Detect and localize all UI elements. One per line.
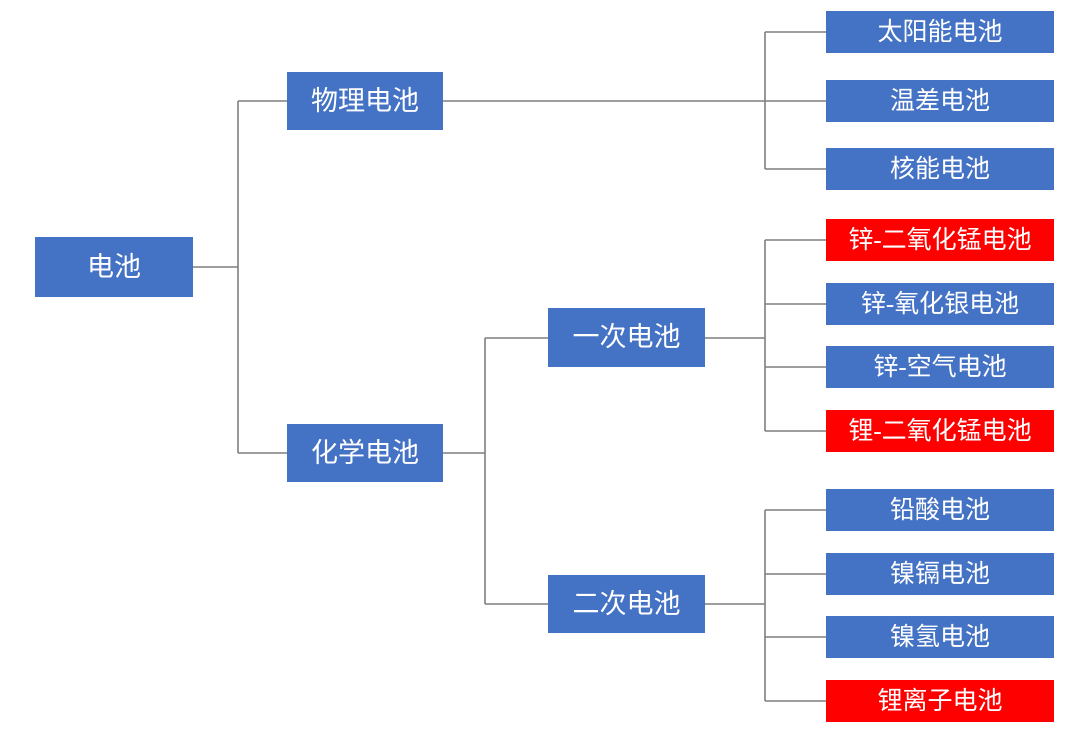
node-battery: 电池 <box>35 237 193 297</box>
node-lithium-manganese-dioxide-battery: 锂-二氧化锰电池 <box>826 410 1054 452</box>
node-zinc-air-battery-label: 锌-空气电池 <box>873 353 1007 381</box>
connector-secondary-children <box>705 509 826 702</box>
node-solar-battery: 太阳能电池 <box>826 11 1054 53</box>
node-lithium-manganese-dioxide-battery-label: 锂-二氧化锰电池 <box>848 417 1032 445</box>
node-chemical-battery: 化学电池 <box>287 424 443 482</box>
node-nuclear-battery: 核能电池 <box>826 148 1054 190</box>
node-physical-battery-label: 物理电池 <box>311 85 419 116</box>
node-secondary-battery-label: 二次电池 <box>572 588 681 619</box>
node-nickel-metal-hydride-battery: 镍氢电池 <box>826 616 1054 658</box>
node-primary-battery: 一次电池 <box>548 308 705 367</box>
node-lithium-ion-battery-label: 锂离子电池 <box>877 687 1003 715</box>
node-zinc-manganese-dioxide-battery: 锌-二氧化锰电池 <box>826 219 1054 261</box>
node-chemical-battery-label: 化学电池 <box>311 437 419 468</box>
node-zinc-silver-oxide-battery: 锌-氧化银电池 <box>826 283 1054 325</box>
connector-primary-children <box>705 239 826 432</box>
node-zinc-air-battery: 锌-空气电池 <box>826 346 1054 388</box>
node-secondary-battery: 二次电池 <box>548 575 705 633</box>
connector-root-trunk <box>193 100 287 454</box>
node-thermoelectric-battery: 温差电池 <box>826 80 1054 122</box>
node-battery-label: 电池 <box>87 251 141 282</box>
node-zinc-manganese-dioxide-battery-label: 锌-二氧化锰电池 <box>848 226 1032 254</box>
node-nuclear-battery-label: 核能电池 <box>889 155 990 183</box>
node-lead-acid-battery: 铅酸电池 <box>826 489 1054 531</box>
node-solar-battery-label: 太阳能电池 <box>877 18 1003 46</box>
node-zinc-silver-oxide-battery-label: 锌-氧化银电池 <box>860 290 1020 318</box>
node-thermoelectric-battery-label: 温差电池 <box>889 87 990 115</box>
node-nickel-metal-hydride-battery-label: 镍氢电池 <box>889 623 990 651</box>
node-nickel-cadmium-battery-label: 镍镉电池 <box>889 560 990 588</box>
connector-physical-children <box>443 31 826 170</box>
node-lead-acid-battery-label: 铅酸电池 <box>889 496 990 524</box>
node-nickel-cadmium-battery: 镍镉电池 <box>826 553 1054 595</box>
connector-chemical-children <box>443 337 548 605</box>
node-primary-battery-label: 一次电池 <box>572 322 681 352</box>
node-physical-battery: 物理电池 <box>287 72 443 130</box>
node-lithium-ion-battery: 锂离子电池 <box>826 680 1054 722</box>
